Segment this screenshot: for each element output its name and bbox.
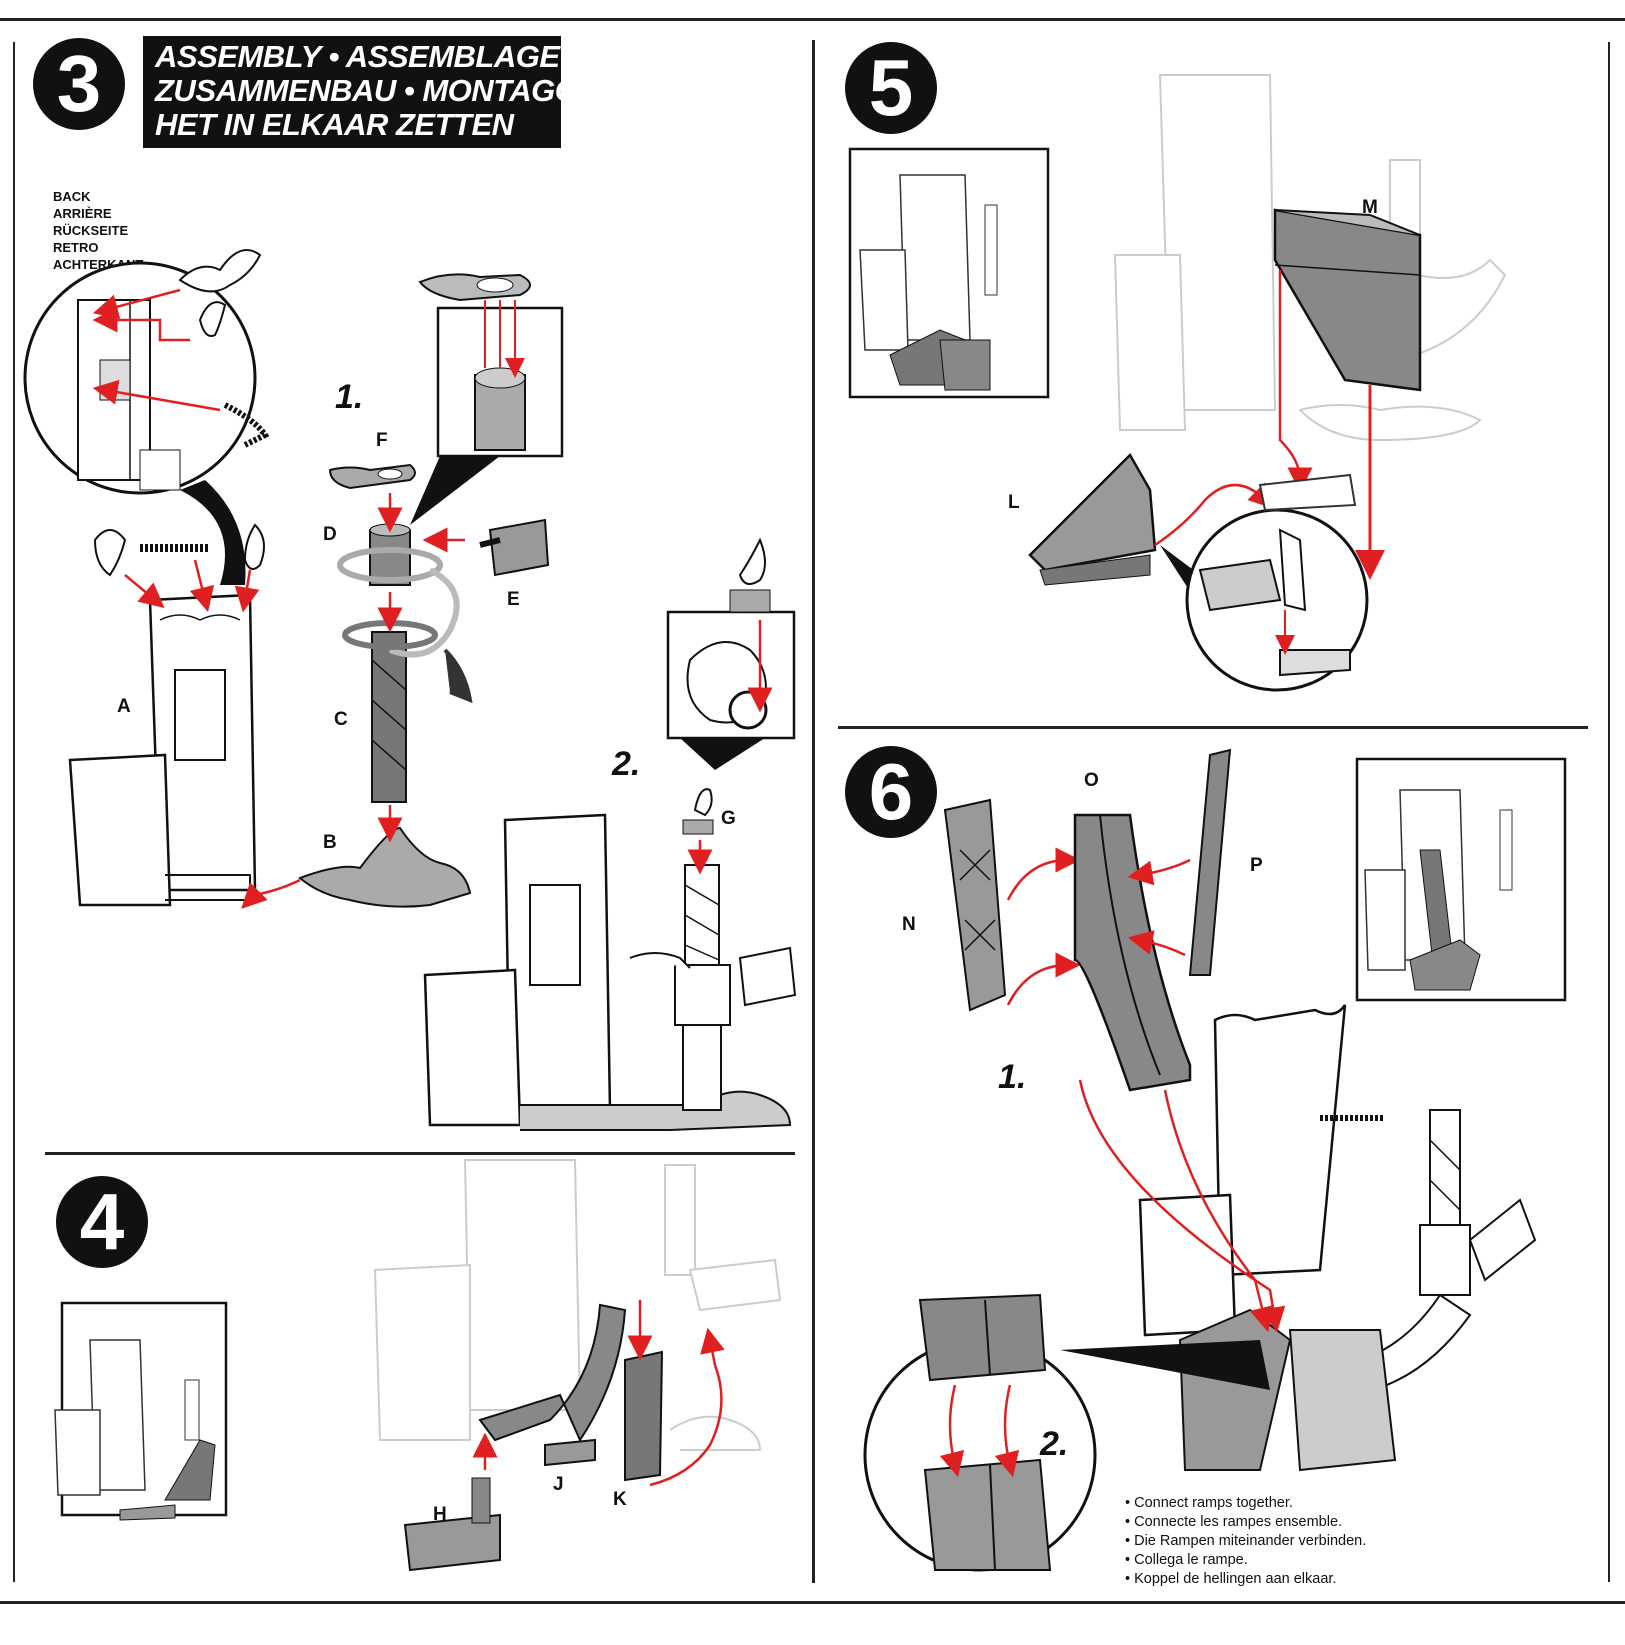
step-5-badge: 5 [845,42,937,134]
g-callout-wedge [680,738,765,770]
step-3-badge: 3 [33,38,125,130]
left-border [13,42,15,1582]
part-label-d: D [323,524,337,545]
d-callout-wedge [410,456,500,525]
title-line-1: ASSEMBLY • ASSEMBLAGE [155,39,560,74]
rail-n [943,798,1081,1012]
step6-divider [838,726,1588,729]
part-label-n: N [902,914,916,935]
part-label-h: H [433,1504,447,1525]
column-c-and-d [337,493,473,843]
part-label-k: K [613,1489,627,1510]
panel-m [1273,208,1422,580]
part-label-f: F [376,430,388,451]
connect-ramps-note: • Connect ramps together. • Connecte les… [1125,1494,1366,1589]
step-6-badge: 6 [845,746,937,838]
center-divider [812,40,815,1583]
note-line-en: • Connect ramps together. [1125,1495,1293,1511]
rail-p [1127,748,1232,976]
note-line-nl: • Koppel de hellingen aan elkaar. [1125,1571,1337,1587]
tower-a [68,523,265,907]
step5-ghost-tower [1113,74,1507,442]
back-label-en: BACK [53,189,91,204]
right-border [1608,42,1610,1582]
top-border [0,18,1625,21]
title-line-3: HET IN ELKAAR ZETTEN [155,107,514,142]
base-b [241,826,472,909]
back-label-de: RÜCKSEITE [53,223,129,238]
back-label-fr: ARRIÈRE [53,206,112,221]
substep-6-2: 2. [1040,1425,1069,1463]
substep-3-2: 2. [612,745,641,783]
part-label-a: A [117,696,131,717]
step6-detail-circle [863,1293,1270,1572]
part-e [479,518,550,577]
part-label-j: J [553,1474,564,1495]
substep-3-1: 1. [335,378,364,416]
part-label-g: G [721,808,736,829]
back-detail-circle [23,249,270,495]
ramp-l [1028,452,1274,586]
step4-inset [54,1301,228,1521]
step5-detail-circle [1160,508,1369,692]
part-label-p: P [1250,855,1263,876]
step4-ghost-tower [373,1159,782,1451]
substep-6-1: 1. [998,1058,1027,1096]
step5-inset [848,147,1050,399]
part-h [403,1432,501,1572]
part-label-e: E [507,589,520,610]
part-label-l: L [1008,492,1020,513]
g-detail-box [666,537,796,740]
step4-divider [45,1152,795,1155]
step6-assembled-tower [1078,1004,1537,1472]
d-detail-box [418,273,564,458]
ramp-o [1073,813,1192,1092]
title-line-2: ZUSAMMENBAU • MONTAGGIO [155,73,611,108]
step5-base-piece [1258,473,1357,512]
note-line-de: • Die Rampen miteinander verbinden. [1125,1533,1367,1549]
step6-inset [1355,757,1567,1002]
part-label-m: M [1362,197,1378,218]
assembled-tower-step3 [423,788,797,1131]
part-label-b: B [323,832,337,853]
bottom-border [0,1601,1625,1604]
note-line-it: • Collega le rampe. [1125,1552,1248,1568]
assembly-title: ASSEMBLY • ASSEMBLAGE ZUSAMMENBAU • MONT… [143,36,611,148]
note-line-fr: • Connecte les rampes ensemble. [1125,1514,1343,1530]
part-k [624,1300,725,1487]
detail-callout-wedge [180,480,246,585]
step-4-badge: 4 [56,1176,148,1268]
ramp-j [478,1303,627,1467]
part-label-o: O [1084,770,1099,791]
part-label-c: C [334,709,348,730]
back-label-it: RETRO [53,240,99,255]
part-f [328,463,416,490]
